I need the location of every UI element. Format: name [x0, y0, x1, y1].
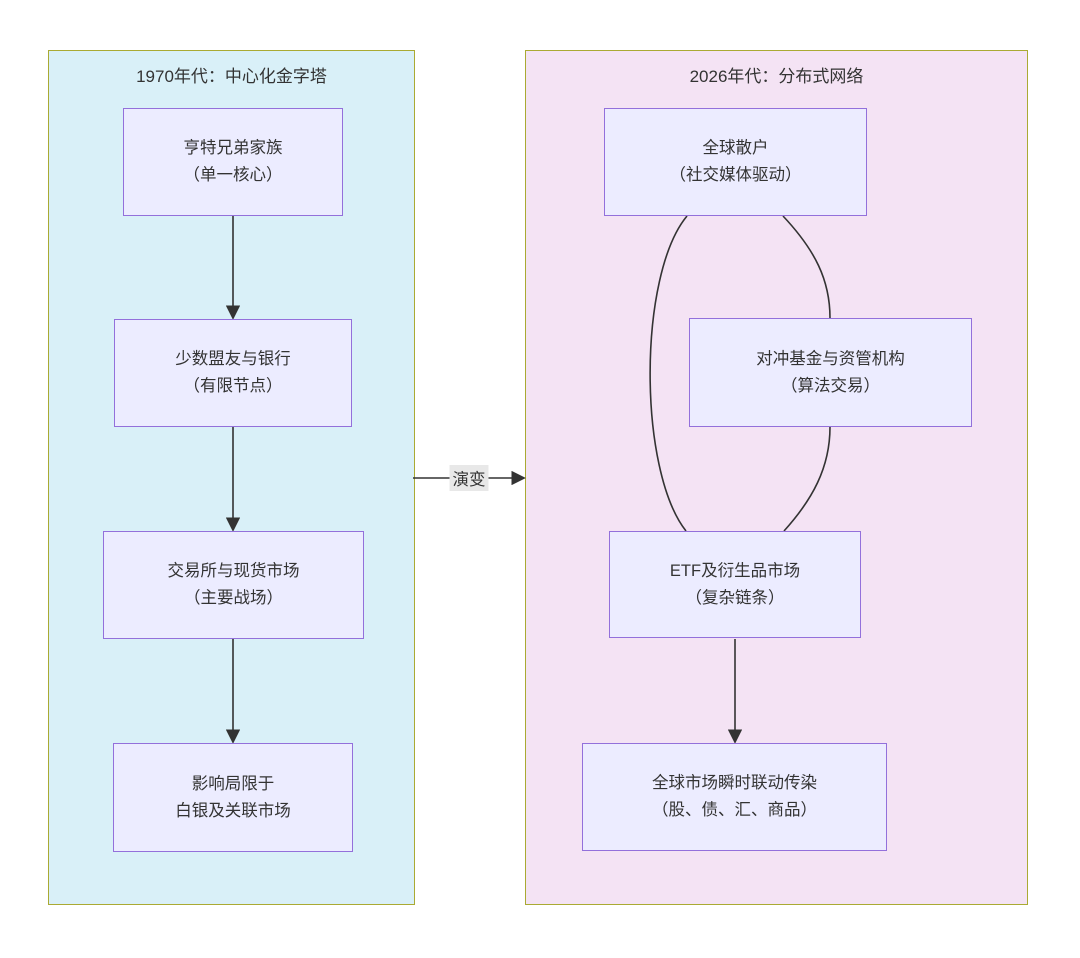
node-hedge-funds-line1: 对冲基金与资管机构 — [756, 349, 905, 368]
node-etf-derivatives: ETF及衍生品市场 （复杂链条） — [609, 531, 861, 638]
node-silver-impact: 影响局限于 白银及关联市场 — [113, 743, 353, 852]
node-exchanges-spot-line1: 交易所与现货市场 — [167, 562, 300, 580]
node-etf-derivatives-line1: ETF及衍生品市场 — [669, 561, 801, 580]
node-hunt-family-line2: （单一核心） — [183, 166, 283, 184]
curve-retail-to-hedge — [782, 215, 831, 319]
node-etf-derivatives-line2: （复杂链条） — [685, 588, 785, 607]
subgraph-1970s-title: 1970年代：中心化金字塔 — [136, 67, 327, 86]
curve-retail-to-etf — [649, 215, 688, 532]
subgraph-2026-title: 2026年代：分布式网络 — [689, 67, 864, 86]
node-exchanges-spot: 交易所与现货市场 （主要战场） — [103, 531, 364, 639]
node-global-contagion-line2: （股、债、汇、商品） — [652, 801, 817, 819]
node-allies-banks: 少数盟友与银行 （有限节点） — [114, 319, 352, 427]
node-global-retail: 全球散户 （社交媒体驱动） — [604, 108, 867, 216]
node-exchanges-spot-line2: （主要战场） — [184, 589, 283, 607]
node-silver-impact-line1: 影响局限于 — [191, 774, 275, 793]
node-silver-impact-line2: 白银及关联市场 — [175, 801, 291, 820]
node-hunt-family: 亨特兄弟家族 （单一核心） — [123, 108, 343, 216]
node-allies-banks-line2: （有限节点） — [183, 377, 283, 395]
node-hedge-funds-line2: （算法交易） — [781, 376, 880, 395]
node-global-contagion-line1: 全球市场瞬时联动传染 — [652, 774, 817, 792]
node-hedge-funds: 对冲基金与资管机构 （算法交易） — [689, 318, 972, 427]
curve-hedge-to-etf — [783, 426, 831, 532]
node-global-retail-line1: 全球散户 — [702, 139, 769, 157]
evolution-edge-label: 演变 — [449, 465, 489, 491]
node-hunt-family-line1: 亨特兄弟家族 — [183, 139, 283, 157]
node-global-retail-line2: （社交媒体驱动） — [669, 166, 802, 184]
node-global-contagion: 全球市场瞬时联动传染 （股、债、汇、商品） — [582, 743, 887, 851]
node-allies-banks-line1: 少数盟友与银行 — [175, 350, 291, 368]
